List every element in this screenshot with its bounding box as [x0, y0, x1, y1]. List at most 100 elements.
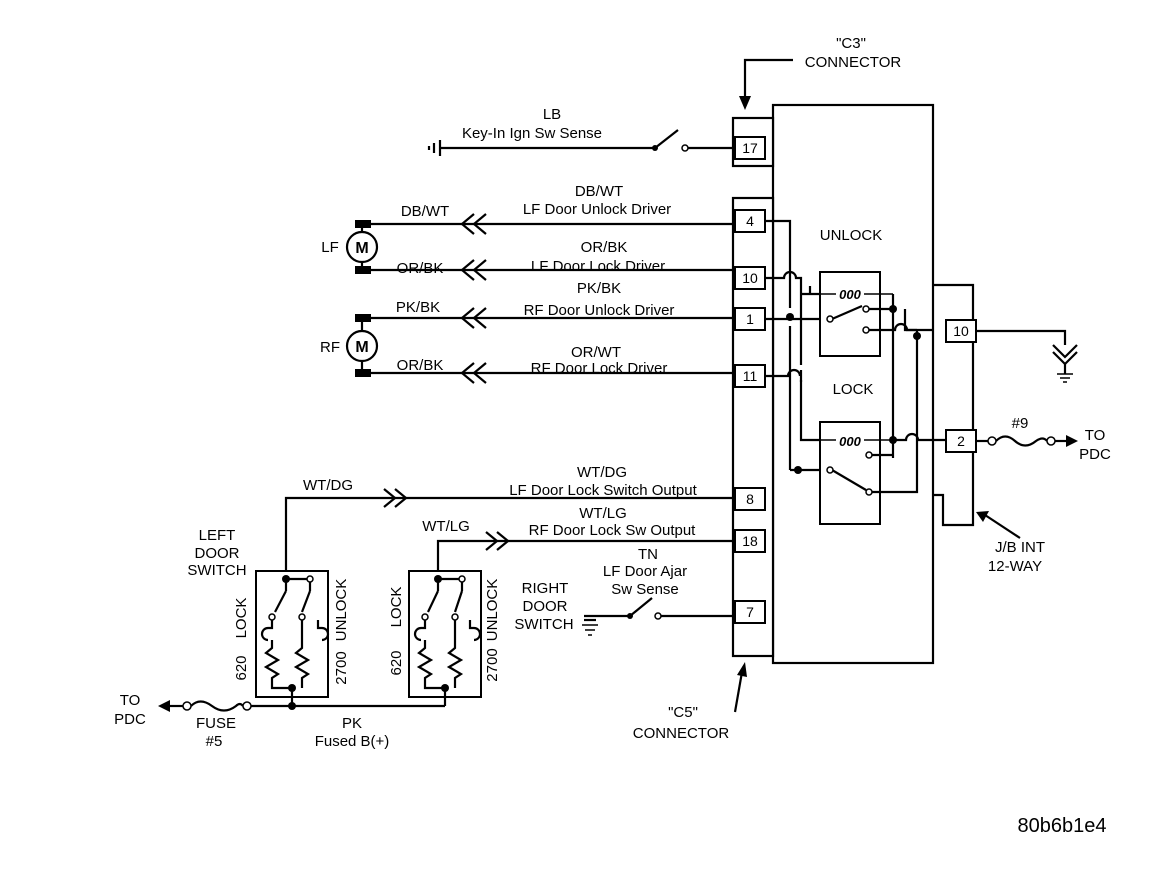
- lf-unlock-color: DB/WT: [575, 183, 623, 200]
- svg-text:"C3": "C3": [836, 35, 866, 52]
- svg-text:18: 18: [742, 533, 758, 549]
- right-door-switch-box: LOCK UNLOCK 620 2700: [388, 570, 501, 706]
- svg-text:Sw Sense: Sw Sense: [611, 581, 679, 598]
- svg-text:TO: TO: [1085, 427, 1106, 444]
- svg-text:LOCK: LOCK: [233, 598, 250, 639]
- ground-icon: [976, 329, 1078, 383]
- svg-text:WT/LG: WT/LG: [579, 505, 627, 522]
- rf-lock-color: OR/WT: [571, 344, 621, 361]
- svg-text:UNLOCK: UNLOCK: [484, 579, 501, 642]
- svg-text:2: 2: [957, 433, 965, 449]
- door-ajar-circuit: TN LF Door Ajar Sw Sense RIGHT DOOR SWIT…: [514, 546, 735, 636]
- svg-text:UNLOCK: UNLOCK: [333, 579, 350, 642]
- lock-relay: LOCK 000: [816, 309, 946, 525]
- fused-circuit-desc: Fused B(+): [315, 733, 390, 750]
- chevron-icon-group: [460, 213, 487, 384]
- rf-unlock-color: PK/BK: [577, 280, 621, 297]
- svg-text:RF Door Lock Sw Output: RF Door Lock Sw Output: [529, 522, 697, 539]
- lf-switch-output-circuit: WT/DG WT/DG LF Door Lock Switch Output: [284, 464, 735, 578]
- svg-text:M: M: [355, 240, 368, 257]
- svg-text:DOOR: DOOR: [195, 545, 240, 562]
- junction-block-outline: [933, 283, 975, 527]
- c3-connector-label: "C3" CONNECTOR: [739, 35, 901, 110]
- rf-unlock-desc: RF Door Unlock Driver: [524, 302, 675, 319]
- svg-text:TO: TO: [120, 692, 141, 709]
- svg-text:2700: 2700: [484, 648, 501, 681]
- svg-text:CONNECTOR: CONNECTOR: [805, 54, 902, 71]
- svg-text:11: 11: [743, 368, 758, 384]
- rf-lock-desc: RF Door Lock Driver: [531, 360, 668, 377]
- jb-connector-label: J/B INT 12-WAY: [976, 511, 1045, 575]
- fused-circuit-color: PK: [342, 715, 362, 732]
- svg-text:LB: LB: [543, 106, 561, 123]
- fuse-5: TO PDC FUSE #5: [114, 692, 445, 750]
- ground-icon: [582, 618, 598, 636]
- keyin-circuit: LB Key-In Ign Sw Sense: [427, 106, 735, 156]
- lf-lock-motor-color: OR/BK: [397, 260, 444, 277]
- rf-lock-motor-color: OR/BK: [397, 357, 444, 374]
- svg-text:RF: RF: [320, 339, 340, 356]
- svg-text:7: 7: [746, 604, 754, 620]
- pin-10: 10: [734, 266, 766, 290]
- pin-7: 7: [734, 600, 766, 624]
- jb-pin-2: 2: [945, 429, 977, 453]
- svg-text:LOCK: LOCK: [833, 381, 874, 398]
- svg-text:WT/DG: WT/DG: [303, 477, 353, 494]
- svg-text:000: 000: [839, 287, 861, 302]
- svg-text:SWITCH: SWITCH: [187, 562, 246, 579]
- lf-lock-desc: LF Door Lock Driver: [531, 258, 665, 275]
- rf-motor: RF M: [320, 314, 735, 377]
- svg-text:#9: #9: [1012, 415, 1029, 432]
- svg-text:LF Door Ajar: LF Door Ajar: [603, 563, 687, 580]
- svg-text:WT/LG: WT/LG: [422, 518, 470, 535]
- unlock-relay: UNLOCK 000: [816, 227, 933, 458]
- svg-text:12-WAY: 12-WAY: [988, 558, 1042, 575]
- svg-text:10: 10: [953, 323, 969, 339]
- pin-1: 1: [734, 307, 766, 331]
- lf-unlock-motor-color: DB/WT: [401, 203, 449, 220]
- pin-17: 17: [734, 136, 766, 160]
- svg-text:2700: 2700: [333, 651, 350, 684]
- svg-text:LOCK: LOCK: [388, 587, 405, 628]
- figure-code: 80b6b1e4: [1018, 815, 1107, 837]
- rf-unlock-motor-color: PK/BK: [396, 299, 440, 316]
- pin-8: 8: [734, 487, 766, 511]
- svg-text:000: 000: [839, 434, 861, 449]
- svg-text:PDC: PDC: [1079, 446, 1111, 463]
- rf-switch-output-circuit: WT/LG WT/LG RF Door Lock Sw Output: [422, 505, 735, 578]
- svg-text:10: 10: [742, 270, 758, 286]
- pin-18: 18: [734, 529, 766, 553]
- svg-text:M: M: [355, 339, 368, 356]
- svg-text:620: 620: [233, 655, 250, 680]
- svg-text:FUSE: FUSE: [196, 715, 236, 732]
- svg-text:620: 620: [388, 650, 405, 675]
- svg-text:DOOR: DOOR: [523, 598, 568, 615]
- svg-text:UNLOCK: UNLOCK: [820, 227, 883, 244]
- lf-unlock-desc: LF Door Unlock Driver: [523, 201, 671, 218]
- svg-text:#5: #5: [206, 733, 223, 750]
- svg-text:LF: LF: [321, 239, 339, 256]
- svg-text:RIGHT: RIGHT: [522, 580, 569, 597]
- svg-text:WT/DG: WT/DG: [577, 464, 627, 481]
- svg-text:Key-In Ign Sw Sense: Key-In Ign Sw Sense: [462, 125, 602, 142]
- svg-text:PDC: PDC: [114, 711, 146, 728]
- pin-11: 11: [734, 364, 766, 388]
- svg-text:SWITCH: SWITCH: [514, 616, 573, 633]
- svg-text:"C5": "C5": [668, 704, 698, 721]
- c5-connector-label: "C5" CONNECTOR: [633, 662, 747, 742]
- left-door-switch: LEFT DOOR SWITCH LOCK UNLOCK 620 2700: [187, 527, 350, 705]
- lf-lock-color: OR/BK: [581, 239, 628, 256]
- svg-text:1: 1: [746, 311, 754, 327]
- svg-text:CONNECTOR: CONNECTOR: [633, 725, 730, 742]
- svg-text:LEFT: LEFT: [199, 527, 236, 544]
- svg-text:4: 4: [746, 213, 754, 229]
- pin-4: 4: [734, 209, 766, 233]
- svg-text:LF Door Lock Switch Output: LF Door Lock Switch Output: [509, 482, 697, 499]
- lf-motor: LF M: [321, 220, 735, 274]
- fuse-9: #9 TO PDC: [976, 415, 1111, 463]
- svg-text:J/B INT: J/B INT: [995, 539, 1045, 556]
- svg-text:17: 17: [742, 140, 758, 156]
- ground-icon: [427, 140, 442, 156]
- svg-text:8: 8: [746, 491, 754, 507]
